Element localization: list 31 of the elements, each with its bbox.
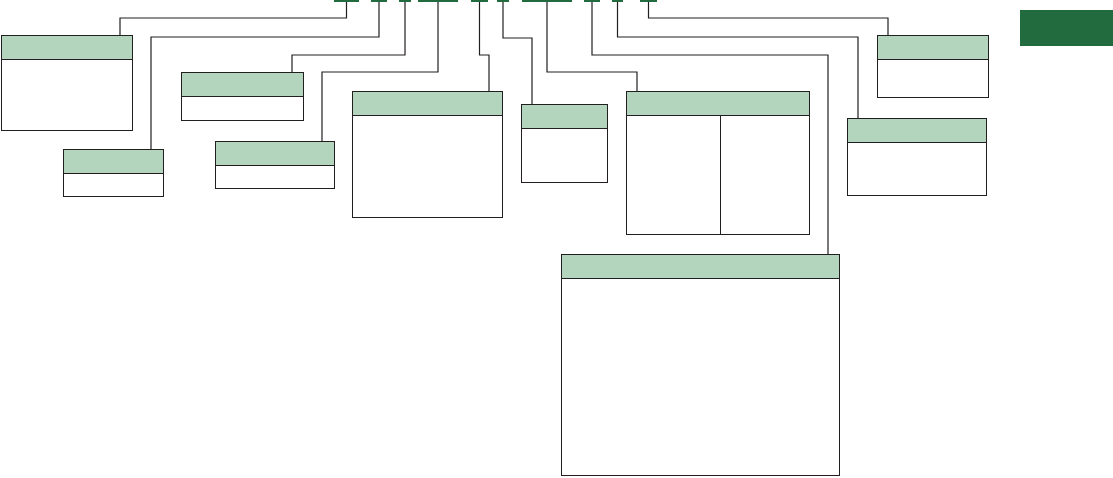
leader-line (291, 1, 406, 73)
empty-panel (63, 149, 164, 197)
underline-mark (612, 0, 623, 2)
leader-line (591, 1, 829, 255)
leader-line (478, 1, 490, 92)
leader-line (119, 1, 348, 36)
underline-mark (471, 0, 488, 2)
empty-panel (1, 35, 133, 131)
underline-mark (399, 0, 411, 2)
empty-panel (352, 91, 503, 218)
underline-mark (334, 0, 359, 2)
underline-mark (640, 0, 657, 2)
leader-line (546, 1, 638, 92)
leader-line (150, 1, 380, 150)
empty-panel (626, 91, 810, 235)
underline-mark (371, 0, 387, 2)
empty-panel (521, 104, 608, 183)
leader-line (647, 1, 889, 36)
empty-panel (561, 254, 840, 476)
underline-mark (497, 0, 509, 2)
underline-mark (584, 0, 600, 2)
underline-mark (418, 0, 458, 2)
leader-line (502, 1, 533, 105)
empty-panel (181, 72, 304, 121)
tab-block (1020, 10, 1113, 46)
leader-line (321, 1, 439, 142)
underline-mark (522, 0, 572, 2)
leader-line (616, 1, 859, 119)
empty-panel (215, 141, 335, 189)
empty-panel (847, 118, 987, 196)
empty-panel (877, 35, 989, 98)
